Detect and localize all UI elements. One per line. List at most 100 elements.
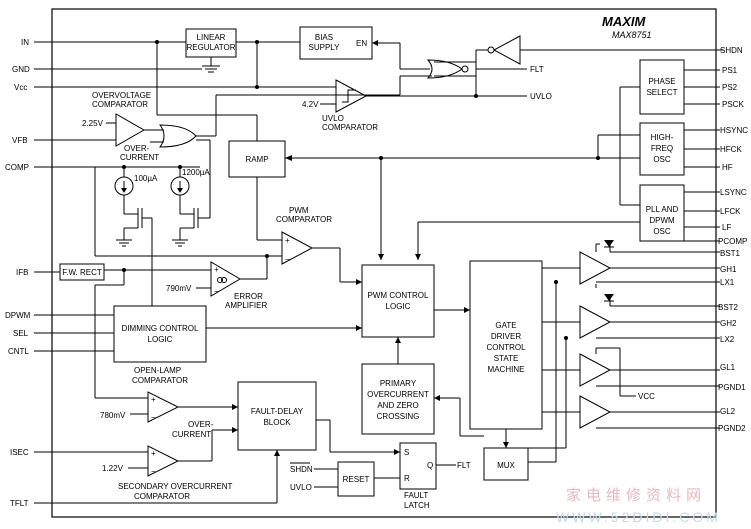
dimming-control-logic-block: [113, 305, 207, 363]
part-number: MAX8751: [612, 30, 652, 40]
svg-text:STATE: STATE: [494, 354, 519, 363]
svg-text:−: −: [151, 413, 156, 422]
open-lamp-comparator: [147, 391, 180, 423]
svg-text:DRIVER: DRIVER: [491, 332, 521, 341]
svg-text:EN: EN: [356, 39, 367, 48]
svg-text:PWM CONTROL: PWM CONTROL: [368, 291, 429, 300]
left-pins: IN GND Vcc VFB COMP IFB DPWM SEL CNTL IS…: [5, 38, 52, 508]
svg-text:FLT: FLT: [457, 461, 471, 470]
pin-lx1: LX1: [720, 278, 735, 287]
overvoltage-comparator: [115, 113, 146, 147]
high-side-driver-1: [579, 251, 612, 285]
svg-text:CONTROL: CONTROL: [486, 343, 526, 352]
svg-text:FREQ: FREQ: [651, 144, 673, 153]
svg-text:OVERVOLTAGE: OVERVOLTAGE: [92, 91, 151, 100]
svg-text:4.2V: 4.2V: [302, 100, 319, 109]
shdn-inverter: [492, 35, 521, 65]
pin-isec: ISEC: [10, 448, 29, 457]
svg-text:SECONDARY OVERCURRENT: SECONDARY OVERCURRENT: [118, 482, 233, 491]
svg-text:PLL AND: PLL AND: [646, 205, 679, 214]
pin-shdn: SHDN: [720, 46, 743, 55]
low-side-driver-1: [579, 353, 612, 387]
pin-bst2: BST2: [718, 303, 739, 312]
or-gate: [159, 124, 197, 148]
switch-transistors: [116, 139, 211, 306]
nor-gate: [426, 59, 463, 79]
pin-gnd: GND: [12, 65, 30, 74]
pin-in: IN: [21, 38, 29, 47]
svg-text:OPEN-LAMP: OPEN-LAMP: [134, 366, 181, 375]
svg-text:AND ZERO: AND ZERO: [377, 401, 418, 410]
svg-text:LINEAR: LINEAR: [197, 33, 226, 42]
svg-text:LOGIC: LOGIC: [148, 335, 173, 344]
pin-gh1: GH1: [720, 265, 737, 274]
svg-text:CURRENT: CURRENT: [172, 430, 211, 439]
svg-text:−: −: [151, 467, 156, 476]
pin-pgnd2: PGND2: [718, 424, 746, 433]
svg-text:FAULT-DELAY: FAULT-DELAY: [251, 407, 304, 416]
svg-text:1.22V: 1.22V: [102, 464, 124, 473]
svg-text:+: +: [151, 449, 156, 458]
svg-text:−: −: [285, 255, 290, 264]
svg-text:COMPARATOR: COMPARATOR: [92, 100, 148, 109]
pin-hf: HF: [722, 163, 733, 172]
pin-gh2: GH2: [720, 319, 737, 328]
svg-text:CROSSING: CROSSING: [377, 412, 420, 421]
svg-text:UVLO: UVLO: [290, 483, 312, 492]
svg-text:790mV: 790mV: [166, 284, 192, 293]
pin-bst1: BST1: [720, 249, 741, 258]
svg-text:RAMP: RAMP: [245, 155, 268, 164]
svg-text:OVER-: OVER-: [188, 420, 214, 429]
pin-ps2: PS2: [722, 83, 738, 92]
watermark-url: WWW.52DIDI.COM: [556, 509, 721, 525]
pin-sel: SEL: [13, 329, 29, 338]
pin-lsync: LSYNC: [720, 188, 747, 197]
svg-text:LATCH: LATCH: [404, 501, 430, 510]
pin-tflt: TFLT: [10, 499, 29, 508]
ground-symbol: [202, 65, 220, 73]
svg-text:+: +: [214, 265, 219, 274]
svg-text:SELECT: SELECT: [646, 88, 677, 97]
phase-select-block: [639, 59, 685, 115]
svg-text:PRIMARY: PRIMARY: [380, 379, 417, 388]
svg-text:PWM: PWM: [289, 206, 309, 215]
svg-text:780mV: 780mV: [100, 411, 126, 420]
svg-text:COMPARATOR: COMPARATOR: [322, 123, 378, 132]
pin-cntl: CNTL: [8, 347, 29, 356]
pin-pgnd1: PGND1: [718, 383, 746, 392]
svg-text:RESET: RESET: [343, 475, 370, 484]
svg-text:GATE: GATE: [495, 321, 516, 330]
svg-text:OVERCURRENT: OVERCURRENT: [367, 390, 429, 399]
svg-text:S: S: [404, 448, 409, 457]
svg-text:DPWM: DPWM: [649, 216, 675, 225]
svg-text:MUX: MUX: [497, 461, 515, 470]
pin-lx2: LX2: [720, 335, 735, 344]
pin-lf: LF: [722, 223, 731, 232]
svg-text:OSC: OSC: [653, 155, 671, 164]
bias-supply-block: [299, 26, 373, 60]
svg-text:PHASE: PHASE: [648, 77, 675, 86]
pin-vfb: VFB: [12, 136, 28, 145]
pin-lfck: LFCK: [720, 207, 741, 216]
svg-text:−: −: [214, 287, 219, 296]
svg-text:UVLO: UVLO: [322, 114, 344, 123]
svg-text:OSC: OSC: [653, 227, 671, 236]
chip-boundary: [51, 8, 717, 518]
svg-text:UVLO: UVLO: [530, 92, 552, 101]
pin-pcomp: PCOMP: [718, 237, 747, 246]
svg-text:MACHINE: MACHINE: [488, 365, 525, 374]
svg-text:+: +: [151, 395, 156, 404]
svg-text:OVER-: OVER-: [124, 144, 150, 153]
svg-text:BIAS: BIAS: [315, 33, 333, 42]
pll-dpwm-osc-block: [639, 184, 685, 242]
svg-text:SUPPLY: SUPPLY: [309, 43, 341, 52]
svg-text:Q: Q: [427, 461, 433, 470]
pin-hfck: HFCK: [720, 145, 742, 154]
pin-ps1: PS1: [722, 66, 738, 75]
svg-text:COMPARATOR: COMPARATOR: [134, 492, 190, 501]
reset-block: [337, 461, 375, 497]
pin-vcc: Vcc: [14, 83, 27, 92]
high-side-driver-2: [579, 305, 612, 339]
svg-text:2.25V: 2.25V: [82, 119, 104, 128]
